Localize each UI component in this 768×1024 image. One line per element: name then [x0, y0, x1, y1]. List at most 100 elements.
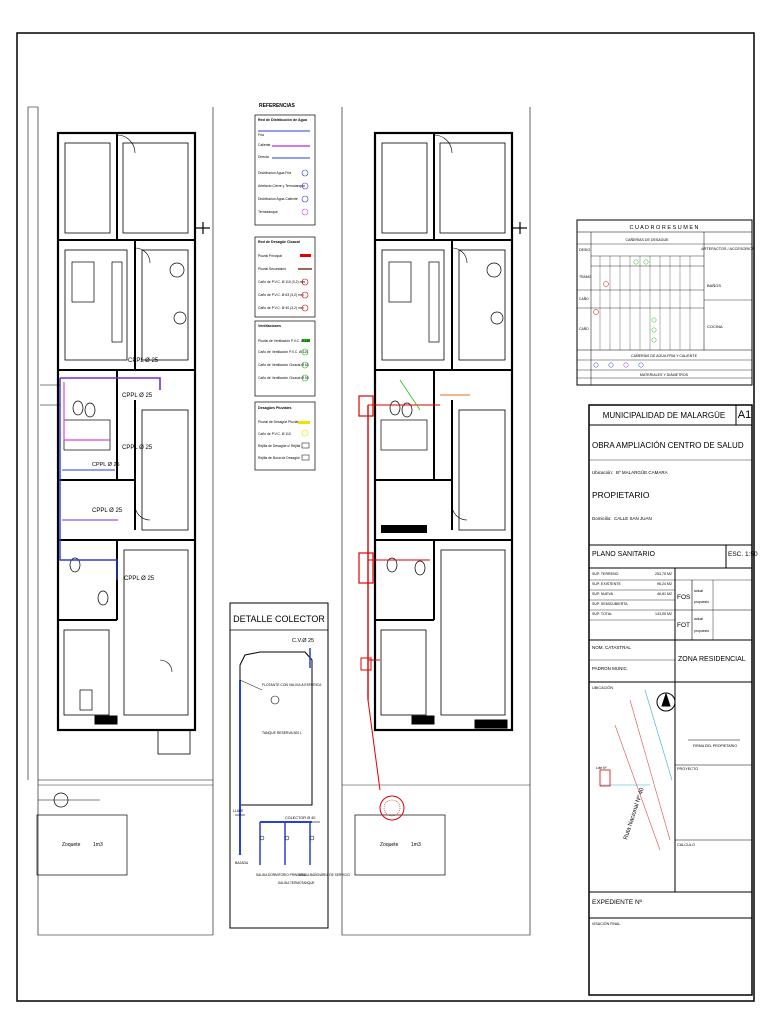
- sheet-border: [16, 32, 755, 1002]
- summary-row-label: DESIG.: [579, 248, 591, 252]
- lot-label: Lote Nº: [596, 766, 607, 770]
- address-value: CALLE SAN JUAN: [614, 516, 652, 521]
- ref-item: Caño de Ventilación P.V.C. Ø 110: [258, 350, 308, 354]
- septic-volume-right: 1m3: [411, 842, 421, 848]
- detail-title: DETALLE COLECTOR: [233, 614, 325, 624]
- location-value: Bº MALARGÜE CAMARA: [616, 470, 668, 475]
- cppl-label-3: CPPL Ø 25: [122, 445, 153, 451]
- detail-collector-label: COLECTOR Ø 40: [285, 816, 315, 820]
- ref-item: Pluvial de Ventilación P.V.C. Ø 110: [258, 339, 310, 343]
- fos-label: FOS: [677, 594, 691, 601]
- fos-actual: actual: [694, 589, 704, 593]
- references-title: REFERENCIAS: [259, 103, 296, 109]
- ref-group4-title: Desagües Pluviales: [258, 406, 292, 410]
- ref-group2-title: Red de Desagüe Cloacal: [258, 240, 300, 244]
- municipality-name: MUNICIPALIDAD DE MALARGÜE: [602, 411, 726, 420]
- summary-row: TRAMO: [579, 275, 592, 279]
- summary-col-group: CAÑERÍAS DE DESAGÜE: [626, 237, 670, 242]
- cppl-label-4: CPPL Ø 25: [92, 462, 120, 468]
- plan-scale: ESC. 1:50: [728, 551, 758, 558]
- ref-item: Rejilla de Boca de Desagüe: [258, 456, 300, 460]
- right-plan-labels: Zoquete 1m3: [380, 842, 421, 848]
- detail-outlet-2: SALIDA TERMOTANQUE: [278, 881, 315, 885]
- fot-label: FOT: [677, 622, 690, 629]
- fot-actual: actual: [694, 617, 704, 621]
- padron-label: PADRON MUNIC.: [592, 666, 629, 671]
- ref-item: Pluvial Principal: [258, 254, 282, 258]
- project-title: OBRA AMPLIACIÓN CENTRO DE SALUD: [592, 441, 744, 450]
- cppl-label-2: CPPL Ø 25: [122, 393, 153, 399]
- summary-sub-title-1: CAÑERÍAS DE AGUA FRIA Y CALIENTE: [631, 353, 698, 358]
- detail-outlet-3: SALIDA BAÑO/ÁREA DE SERVICIO: [298, 872, 350, 877]
- right-floor-plan: [341, 107, 531, 936]
- cppl-label-6: CPPL Ø 25: [124, 576, 155, 582]
- septic-label-right: Zoquete: [380, 842, 399, 848]
- summary-table: [576, 219, 753, 386]
- street-name: Ruta Nacional Nº 40: [622, 786, 646, 840]
- ref-item: Fria: [258, 133, 264, 137]
- area-row-value: 96,24 M2: [657, 582, 672, 586]
- title-block: [588, 404, 753, 996]
- ref-item: Caño de Ventilación Cloacal Ø 63: [258, 363, 309, 367]
- ref-item: Caño de P.V.C. Ø 110 (3,2) mm: [258, 280, 305, 284]
- cppl-label-1: CPPL Ø 25: [128, 358, 159, 364]
- area-row-value: [640, 602, 672, 610]
- summary-row: CAÑO: [579, 296, 589, 301]
- area-row-label: SUP. TERRENO: [592, 572, 619, 576]
- references-legend: [254, 114, 316, 471]
- detail-outlet-1: SALIDA DORMITORIO PRINCIPAL: [256, 873, 306, 877]
- detail-valve-label: LLAVE: [233, 809, 244, 813]
- calculation-label: CALCULO: [677, 843, 695, 847]
- area-row-value: 143,05 M2: [655, 612, 672, 616]
- area-row-label: SUP. TOTAL: [592, 612, 613, 616]
- location-map-text: Ruta Nacional Nº 40 Lote Nº: [596, 766, 646, 841]
- left-plan-labels: CPPL Ø 25 CPPL Ø 25 CPPL Ø 25 CPPL Ø 25 …: [62, 358, 159, 848]
- summary-artefactos: ARTEFACTOS / ACCESORIOS: [701, 247, 755, 251]
- ref-item: Caño de P.V.C. Ø 40 (3,2) mm: [258, 306, 304, 310]
- detail-inlet-label: C.V.Ø 25: [292, 638, 314, 644]
- location-label: Ubicación:: [592, 470, 614, 475]
- area-row-label: SUP. SEMICUBIERTA: [592, 602, 628, 606]
- fos-proposed: propuesto: [694, 600, 710, 604]
- collector-detail-text: DETALLE COLECTOR C.V.Ø 25 FLOTANTE CON V…: [233, 614, 350, 885]
- septic-volume-left: 1m3: [93, 842, 103, 848]
- detail-down-label: BAJADA: [235, 861, 249, 865]
- sheet-code: A1: [737, 409, 752, 421]
- left-water-lines: [40, 377, 161, 580]
- final-approval-label: VISACIÓN FINAL: [592, 922, 621, 926]
- summary-row: CAÑO: [579, 326, 589, 331]
- area-row-label: SUP. EXISTENTE: [592, 582, 621, 586]
- summary-text: C U A D R O R E S U M E N CAÑERÍAS DE DE…: [579, 225, 755, 377]
- ref-item: Distribucion Agua Caliente: [258, 197, 298, 201]
- collector-detail: [229, 602, 329, 929]
- expediente-label: EXPEDIENTE Nº: [592, 899, 643, 906]
- ref-item: Termotanque: [258, 210, 278, 214]
- area-row-value: 253,75 M2: [655, 572, 672, 576]
- area-row-label: SUP. NUEVA: [592, 592, 614, 596]
- ref-item: Caño de P.V.C. Ø 63 (3,2) mm: [258, 293, 304, 297]
- detail-tank-label: TANQUE RESERVA 500 L: [262, 731, 302, 735]
- ref-item: Caño de P.V.C. Ø 110: [258, 432, 291, 436]
- ref-item: Pluvial Secundario: [258, 267, 286, 271]
- summary-right-row: COCINA: [707, 324, 723, 329]
- owner-label: PROPIETARIO: [592, 490, 650, 500]
- references-text: REFERENCIAS Red de Distribución de Agua …: [258, 103, 310, 460]
- ref-item: Caño de Ventilación Cloacal Ø 50: [258, 376, 309, 380]
- left-floor-plan: [27, 106, 214, 936]
- location-map-label: UBICACIÓN: [592, 686, 614, 690]
- ref-item: Distribucion Agua Fria: [258, 171, 291, 175]
- ref-item: Pluvial de Desagüe Pluvial: [258, 420, 298, 424]
- summary-title: C U A D R O R E S U M E N: [629, 225, 698, 231]
- address-label: Domicilio:: [592, 516, 612, 521]
- summary-right-row: BAÑOS: [707, 283, 721, 288]
- nomenclature-label: NOM. CATASTRAL: [592, 645, 631, 650]
- right-drain-lines: [358, 379, 470, 821]
- summary-sub-title-2: MATERIALES Y DIÁMETROS: [640, 373, 689, 377]
- ref-item: Caliente: [258, 143, 271, 147]
- ref-group3-title: Ventilaciones: [258, 324, 281, 328]
- area-row-value: 46,81 M2: [657, 592, 672, 596]
- zone-label: ZONA RESIDENCIAL: [678, 656, 746, 663]
- ref-item: Directa: [258, 155, 269, 159]
